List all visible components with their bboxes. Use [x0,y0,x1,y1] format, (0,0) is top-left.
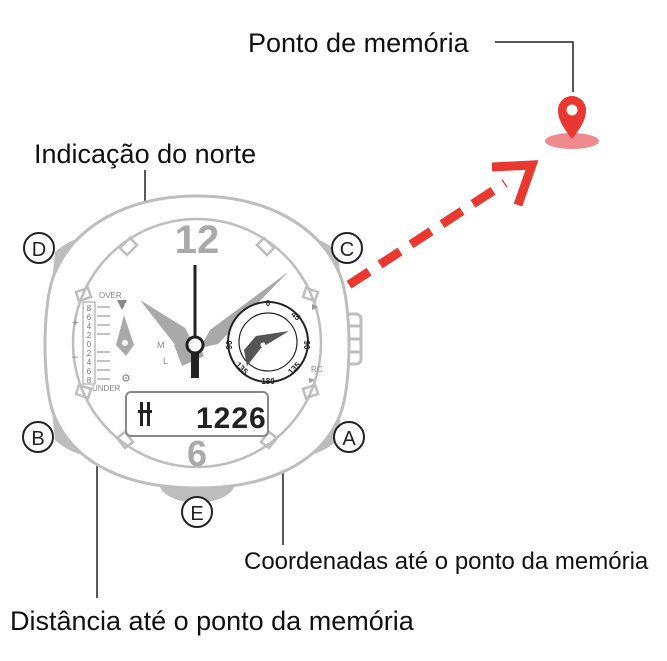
svg-text:6: 6 [87,313,92,322]
plus-label: + [72,317,78,329]
north-indication-label: Indicação do norte [34,139,257,169]
svg-text:8: 8 [87,304,92,313]
svg-text:8: 8 [87,376,92,385]
direction-arrow-icon [315,160,539,309]
svg-text:2: 2 [87,331,92,340]
dial-numeral-6: 6 [187,433,207,474]
altimeter-scale: OVER UNDER + – 8 6 4 2 0 2 4 6 8 [72,291,134,393]
memory-point-label: Ponto de memória [248,28,469,58]
svg-text:0: 0 [266,299,271,308]
button-a-label: A [342,428,356,450]
svg-text:2: 2 [87,349,92,358]
location-pin-icon [545,96,599,149]
hour-markers [74,236,320,450]
person-walking-icon [138,402,152,426]
svg-text:4: 4 [87,358,92,367]
lcd-display: 1226 [125,391,269,437]
minus-label: – [72,351,79,363]
svg-text:6: 6 [87,367,92,376]
rc-label: RC [311,365,323,374]
mode-l-label: L [163,356,168,366]
distance-label: Distância até o ponto da memória [10,606,414,636]
svg-text:0: 0 [87,340,92,349]
button-e-label: E [190,503,203,525]
button-a[interactable]: A [333,421,365,453]
button-d-label: D [32,239,46,261]
svg-text:180: 180 [261,377,275,386]
button-d[interactable]: D [23,232,55,264]
button-e[interactable]: E [181,496,213,528]
button-c[interactable]: C [331,232,363,264]
svg-text:90: 90 [225,340,234,349]
mode-m-label: M [157,340,165,350]
under-label: UNDER [92,384,121,393]
svg-text:4: 4 [87,322,92,331]
svg-text:90: 90 [302,341,311,350]
dial-numeral-12: 12 [175,218,220,262]
coordinates-subdial: 0 45 90 135 180 135 90 [225,299,311,386]
coordinates-label: Coordenadas até o ponto da memória [244,548,649,575]
over-label: OVER [99,291,122,300]
memory-leader-line [495,41,574,92]
button-b-label: B [31,428,44,450]
lcd-distance-value: 1226 [196,402,267,435]
button-b[interactable]: B [22,421,54,453]
button-c-label: C [340,239,354,261]
